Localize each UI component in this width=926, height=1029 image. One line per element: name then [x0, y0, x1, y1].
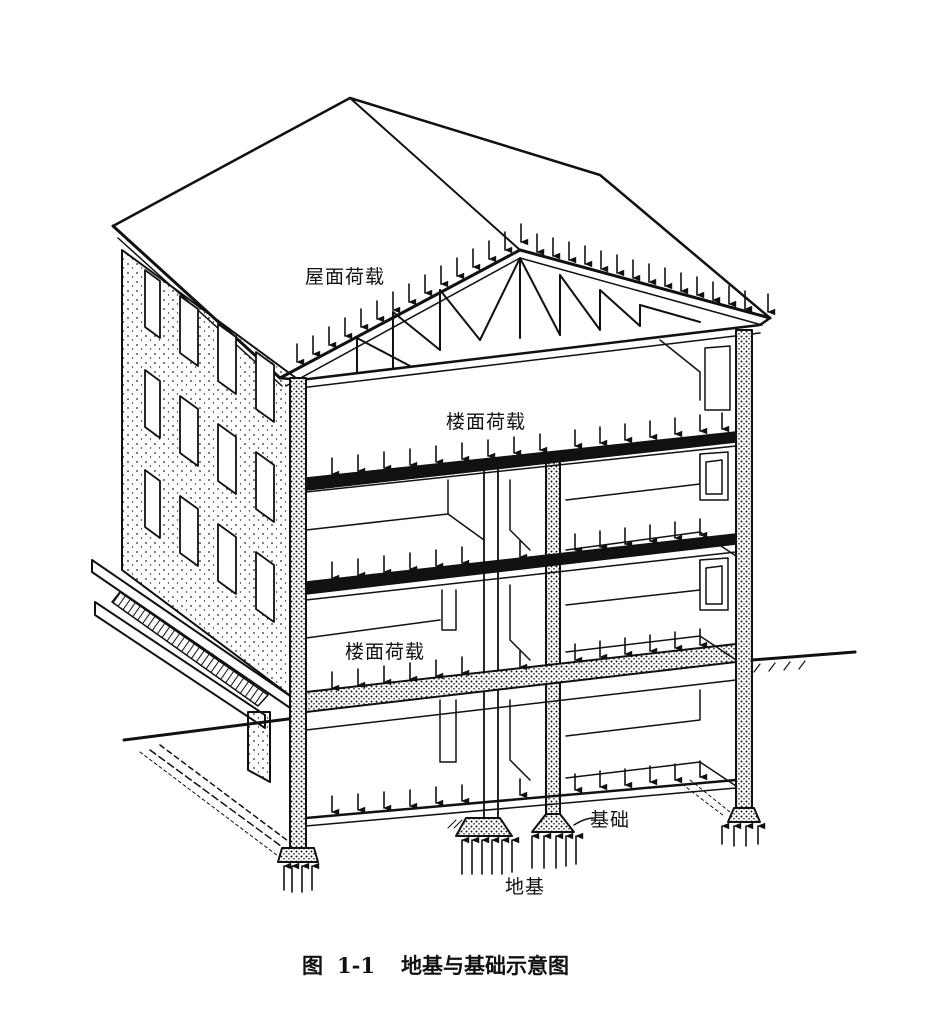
middle-floor-load-arrows	[331, 518, 708, 582]
lower-floor-load-label: 楼面荷载	[345, 641, 426, 663]
subgrade-label: 地基	[505, 876, 546, 898]
foundation-center-left	[447, 817, 513, 837]
subgrade-reaction-arrows	[283, 822, 766, 893]
left-wall-section	[289, 377, 307, 849]
floor-slab-3	[305, 431, 737, 493]
roof-load-label: 屋面荷载	[305, 266, 386, 288]
foundation-leader-line	[573, 817, 595, 826]
foundation-left	[277, 847, 319, 863]
lower-floor-load-arrows	[331, 628, 708, 692]
right-wall-section	[735, 329, 753, 811]
basement-load-arrows	[331, 760, 708, 816]
floor-slab-1	[305, 643, 737, 731]
areaway	[91, 559, 297, 783]
figure-prefix: 图	[302, 953, 323, 978]
middle-column	[545, 457, 561, 824]
roof-truss	[278, 248, 772, 389]
figure-caption: 图 1-1 地基与基础示意图	[302, 950, 569, 980]
upper-floor-load-label: 楼面荷载	[446, 411, 527, 433]
ground-left	[122, 716, 301, 866]
side-facade	[121, 249, 297, 701]
roof-load-arrows	[296, 223, 776, 366]
figure-title: 地基与基础示意图	[400, 953, 569, 978]
interior-rooms	[305, 339, 737, 787]
ground-right	[750, 650, 857, 673]
floor-slab-2	[305, 533, 737, 601]
foundation-right	[681, 779, 761, 823]
basement-floor	[304, 778, 738, 827]
foundation-center	[531, 813, 575, 833]
foundation-label: 基础	[590, 809, 631, 831]
figure-number: 1-1	[337, 953, 375, 978]
upper-floor-load-arrows	[331, 412, 730, 478]
